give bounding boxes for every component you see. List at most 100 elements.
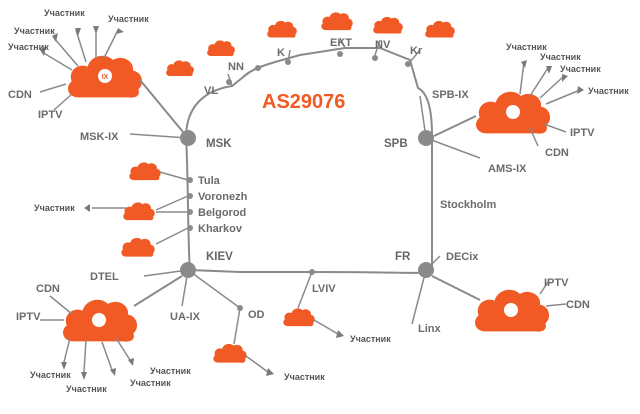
label-member: Участник [150,366,191,376]
label-tula: Tula [198,175,221,187]
link [133,275,183,307]
ix-badge-bg [92,313,106,327]
link [519,61,581,147]
arrow [266,368,274,376]
cloud-nv [373,16,403,34]
arrow [81,372,87,380]
label-member: Участник [540,52,581,62]
cloud-tula [129,162,161,181]
arrow [93,26,99,34]
label-cdn-tl: CDN [8,89,32,101]
cloud-k [267,20,297,38]
label-member: Участник [108,14,149,24]
arrow [75,28,81,36]
label-msk-ix: MSK-IX [80,131,119,143]
label-member: Участник [30,370,71,380]
label-vl: VL [204,85,218,97]
label-msk: MSK [206,138,232,150]
label-member: Участник [66,384,107,394]
arrow [521,60,527,68]
cloud-belgorod [123,202,155,221]
ix-badge-bg [98,69,112,83]
node-kharkov [187,225,193,231]
label-member: Участник [34,203,75,213]
label-member: Участник [588,86,629,96]
arrow [61,362,67,370]
label-iptv-tl: IPTV [38,109,63,121]
cloud-kharkov [121,237,155,257]
node-ekt [337,51,343,57]
diagram-title: AS29076 [262,91,345,113]
label-member: Участник [14,26,55,36]
node-k [285,59,291,65]
label-decix: DECix [446,251,479,263]
label-member: Участник [284,372,325,382]
link [539,281,567,307]
link [92,171,189,245]
ix-badge-bg [506,105,520,119]
arrow [110,368,116,376]
node-belgorod [187,209,193,215]
label-iptv-br: IPTV [544,277,569,289]
link [431,275,481,301]
cloud-ekt [321,12,353,31]
label-member: Участник [350,334,391,344]
label-iptv-bl: IPTV [16,311,41,323]
label-nn: NN [228,61,244,73]
arrow [52,33,58,42]
link [139,79,189,139]
label-spb-ix: SPB-IX [432,89,469,101]
arrow [116,28,124,34]
backbone-ring [184,47,433,274]
node-voronezh [187,193,193,199]
arrow [84,204,90,212]
label-stockholm: Stockholm [440,199,496,211]
label-cdn-bl: CDN [36,283,60,295]
label-member: Участник [8,42,49,52]
ix-badge-bg [504,303,518,317]
node-nv [372,55,378,61]
label-belgorod: Belgorod [198,207,246,219]
arrow [40,46,46,56]
label-linx: Linx [418,323,441,335]
label-voronezh: Voronezh [198,191,248,203]
label-member: Участник [560,64,601,74]
label-nv: NV [375,39,391,51]
label-ekt: EKT [330,37,352,49]
label-kiev: KIEV [206,251,233,263]
link [233,271,339,373]
cloud-nn [166,60,194,77]
arrow [546,66,552,74]
label-od: OD [248,309,265,321]
link [129,95,481,325]
label-member: Участник [44,8,85,18]
label-k: K [277,47,285,59]
top-link [227,37,421,87]
node-tula [187,177,193,183]
cloud-od-member [213,343,247,363]
cloud-lviv-member [283,308,315,327]
label-iptv-tr: IPTV [570,127,595,139]
label-dtel: DTEL [90,271,119,283]
cloud-kr [425,20,455,38]
label-member: Участник [506,42,547,52]
arrow [562,74,568,82]
label-member: Участник [130,378,171,388]
label-spb: SPB [384,138,408,150]
node-kr [405,61,411,67]
label-ua-ix: UA-IX [170,311,201,323]
node-nn [255,65,261,71]
link [40,295,131,373]
cloud-vl [207,40,235,57]
arrow [577,86,584,94]
link [39,26,119,111]
link [433,115,477,137]
arrow [336,330,344,338]
arrow [128,358,134,366]
label-lviv: LVIV [312,283,336,295]
label-ams-ix: AMS-IX [488,163,527,175]
label-kharkov: Kharkov [198,223,243,235]
label-kr: Kr [410,45,423,57]
